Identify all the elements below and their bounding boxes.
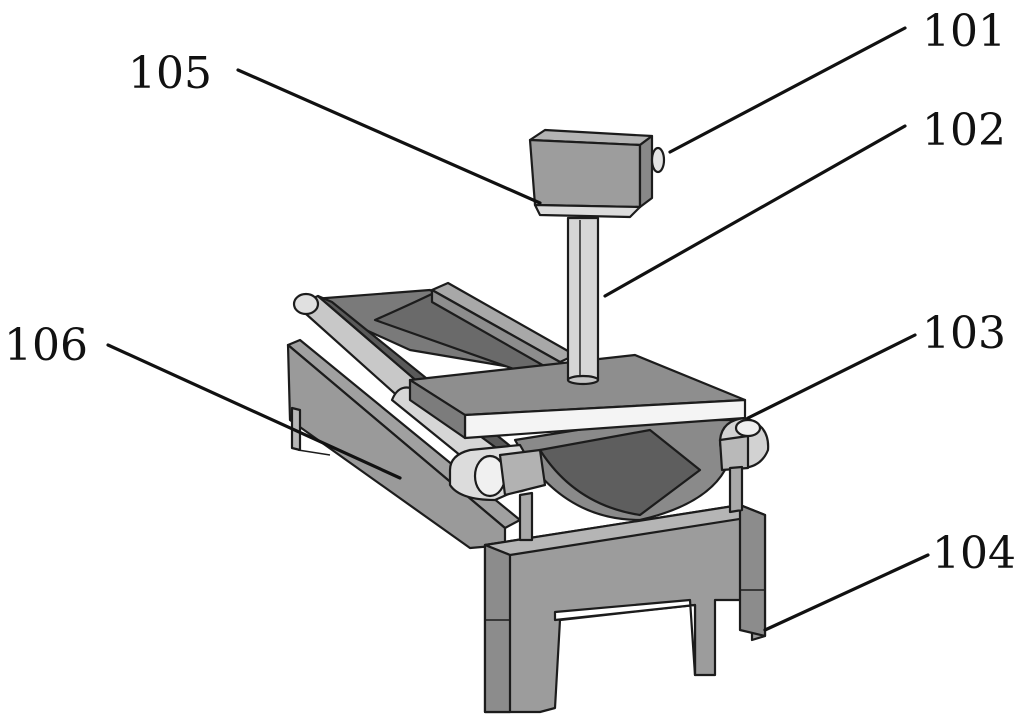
label-106: 106 [4,320,88,371]
label-105: 105 [128,48,212,99]
frame-front-opening [553,598,697,677]
leader-104 [763,553,930,632]
front-roller-left-bracket [498,448,547,497]
leader-105 [236,68,542,205]
leader-106 [106,343,402,480]
label-102: 102 [922,105,1006,156]
support-plate [408,353,747,440]
label-101: 101 [922,6,1006,57]
frame-front-left-leg-face [483,543,512,714]
column [566,216,600,386]
frame-front-right-leg-face [738,503,767,638]
leader-103 [746,333,917,420]
label-104: 104 [932,528,1016,579]
front-roller-right-bracket [718,434,750,472]
leader-101 [668,26,907,154]
front-roller-left-post [518,491,534,542]
leader-lines [106,26,930,632]
front-roller-right-end [734,418,762,438]
camera-side [638,134,654,209]
column-base [566,374,600,386]
column-body [566,216,600,382]
front-roller-right-post [728,465,744,514]
front-roller [448,416,770,542]
camera-mount-plate [533,203,642,219]
left-roller-rear-cap [292,292,320,316]
camera-front [528,138,642,209]
camera-lens-icon [650,146,666,174]
base-frame [286,338,767,714]
leader-102 [603,124,907,298]
trough-dark-inner [538,428,702,517]
camera-unit [528,128,666,219]
reference-labels: 101 102 103 104 105 106 [4,6,1016,579]
plate-left-face [408,378,467,440]
label-103: 103 [922,308,1006,359]
